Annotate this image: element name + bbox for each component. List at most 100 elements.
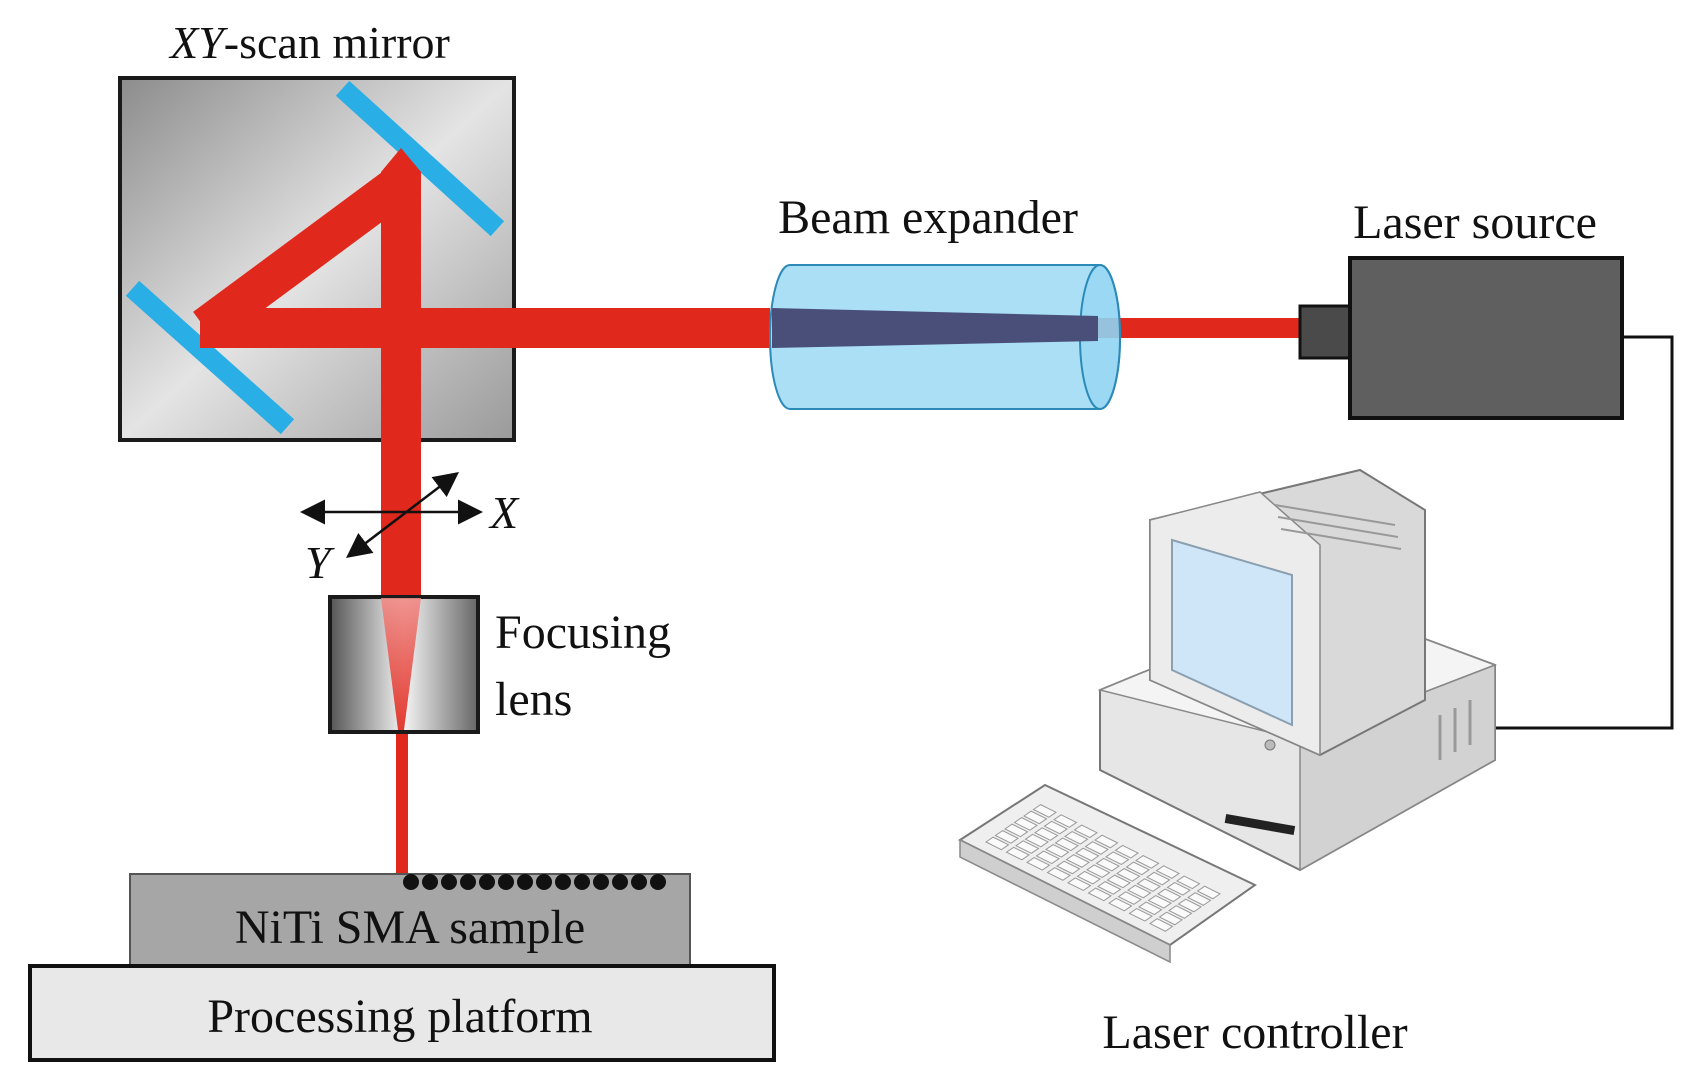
keyboard-key [1056, 860, 1081, 875]
surface-bump [498, 874, 514, 890]
sample-stage [28, 873, 776, 1062]
beam-horizontal-narrow [1080, 318, 1300, 338]
surface-bump [460, 874, 476, 890]
beam-horizontal-wide [200, 308, 770, 348]
beam-vertical [381, 172, 421, 598]
computer-icon [957, 468, 1498, 964]
keyboard-keys [985, 804, 1221, 932]
laser-controller-label: Laser controller [1102, 1006, 1407, 1059]
monitor-vent [1280, 528, 1402, 550]
laser-source-label: Laser source [1353, 196, 1597, 249]
keyboard-key [1004, 823, 1029, 838]
keyboard-key [1117, 891, 1142, 905]
beam-expander-label: Beam expander [778, 191, 1078, 244]
keyboard-key [1084, 841, 1109, 855]
keyboard-key [1013, 817, 1038, 831]
power-button [1264, 739, 1276, 751]
keyboard-key [1168, 905, 1193, 919]
keyboard-key [1045, 843, 1070, 858]
keyboard-key [1125, 861, 1150, 876]
keyboard-key [1065, 854, 1090, 868]
surface-bump [574, 874, 590, 890]
keyboard-key [1155, 865, 1180, 879]
laser-aperture [1298, 304, 1352, 360]
keyboard-key [1024, 833, 1049, 848]
keyboard-key [1135, 855, 1160, 869]
laser-source [1298, 256, 1624, 420]
surface-bump [650, 874, 666, 890]
keyboard-key [985, 836, 1010, 851]
keyboard-key [1149, 918, 1174, 932]
keyboard-key [1073, 824, 1098, 839]
xy-axis-arrows [300, 471, 483, 559]
surface-bump [517, 874, 533, 890]
keyboard-key [1064, 830, 1089, 845]
keyboard-key [1105, 851, 1130, 866]
keyboard-key [1035, 850, 1060, 865]
keyboard-edge [959, 838, 1171, 964]
monitor-screen [1171, 538, 1293, 727]
controller-cable [1495, 335, 1674, 730]
keyboard-key [1053, 814, 1078, 828]
keyboard-key [1097, 881, 1122, 895]
sample-label: NiTi SMA sample [235, 901, 585, 954]
keyboard-key [1108, 897, 1133, 912]
xy-scan-mirror [118, 76, 516, 442]
beam-diagonal [193, 163, 417, 345]
y-axis-arrow [346, 471, 459, 559]
surface-bump [555, 874, 571, 890]
platform-label: Processing platform [207, 990, 592, 1043]
laser-body [1348, 256, 1624, 420]
keyboard-key [1146, 871, 1171, 886]
keyboard-key [1032, 804, 1057, 818]
keyboard-key [1177, 898, 1202, 913]
keyboard-key [1087, 887, 1112, 902]
surface-bump [593, 874, 609, 890]
expander-beam-cone [772, 308, 1098, 348]
keyboard-key [1116, 868, 1141, 882]
keyboard-key [1054, 837, 1079, 852]
focusing-lens-label-line1: Focusing [495, 606, 671, 659]
keyboard-key [1138, 901, 1163, 916]
keyboard-key [1114, 844, 1139, 859]
keyboard-key [1136, 878, 1161, 892]
scan-mirror-label: XY-scan mirror [168, 17, 450, 68]
processing-platform [28, 964, 776, 1062]
keyboard-key [1026, 856, 1051, 871]
surface-bump [441, 874, 457, 890]
surface-bump [403, 874, 419, 890]
keyboard-key [1128, 907, 1153, 922]
keyboard-key [1094, 834, 1119, 849]
surface-bump [479, 874, 495, 890]
keyboard-key [994, 830, 1019, 844]
keyboard-key [1095, 857, 1120, 872]
surface-bump [536, 874, 552, 890]
mirror-top [335, 80, 505, 237]
x-axis-label: X [488, 487, 520, 538]
keyboard-key [1075, 847, 1100, 862]
keyboard-key [1076, 870, 1101, 885]
y-axis-label: Y [305, 537, 335, 588]
beam-expander [769, 264, 1121, 410]
keyboard-key [1157, 888, 1182, 903]
beam-corner [381, 148, 421, 172]
keyboard-key [1196, 885, 1221, 900]
keyboard-key [1046, 867, 1071, 881]
surface-texture [403, 874, 666, 890]
keyboard-key [1067, 877, 1092, 892]
keyboard-key [1086, 864, 1111, 879]
keyboard-key [1147, 894, 1172, 909]
keyboard-key [1187, 892, 1212, 906]
keyboard-key [1015, 840, 1040, 854]
focusing-lens [328, 595, 480, 734]
keyboard-key [1034, 827, 1059, 841]
keyboard-key [1106, 874, 1131, 889]
computer-case-side [1299, 663, 1496, 872]
surface-bump [422, 874, 438, 890]
keyboard-key [1158, 911, 1183, 926]
surface-bump [631, 874, 647, 890]
surface-bump [612, 874, 628, 890]
keyboard-key [1043, 820, 1068, 835]
